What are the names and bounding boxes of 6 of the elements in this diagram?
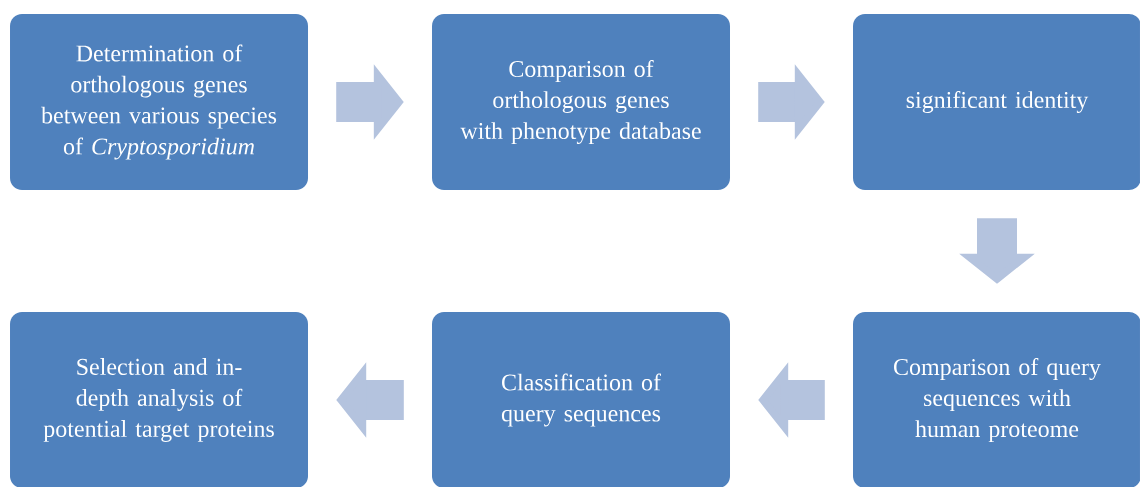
process-box: Determination of orthologous genes between various species of Cryptosporidium xyxy=(10,14,308,190)
process-box: Selection and in-depth analysis of potential target proteins xyxy=(10,312,308,487)
process-box: Classification of query sequences xyxy=(432,312,730,487)
process-box: Comparison of query sequences with human proteome xyxy=(853,312,1140,487)
process-box: Comparison of orthologous genes with phenotype database xyxy=(432,14,730,190)
process-box: significant identity xyxy=(853,14,1140,190)
